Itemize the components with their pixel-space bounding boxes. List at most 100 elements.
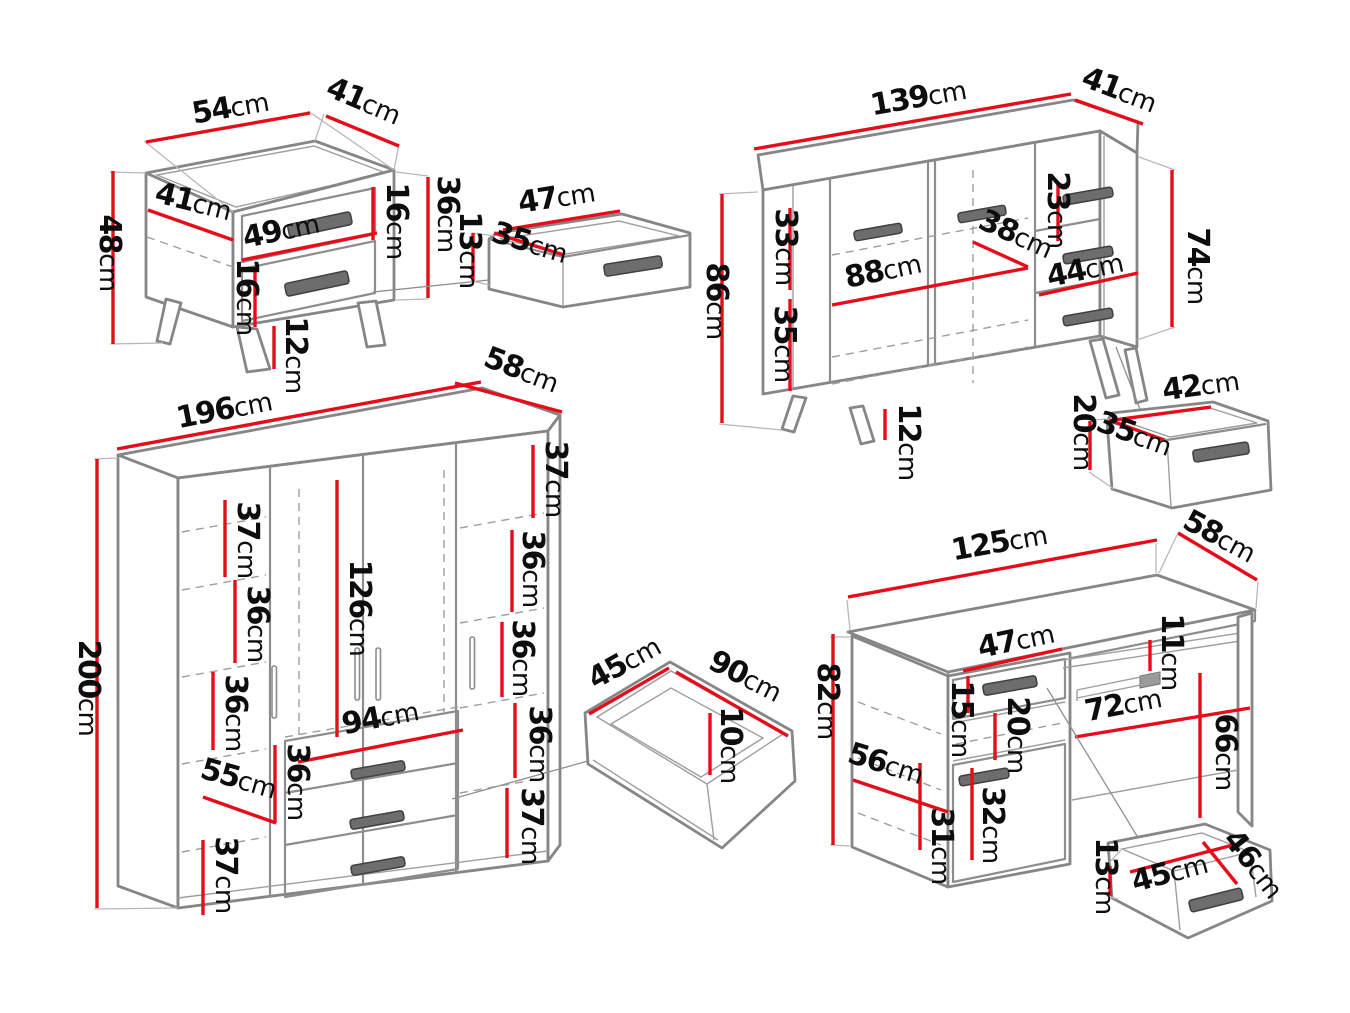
dimension-label-wardrobe: 36cm xyxy=(218,674,253,751)
dimension-line-88 xyxy=(831,266,1029,307)
nightstand-hidden-line xyxy=(146,236,234,268)
dimension-label-nightstand-drawer: 47cm xyxy=(516,174,598,221)
dimension-label-desk: 20cm xyxy=(1000,696,1035,773)
extension-line xyxy=(93,457,119,460)
sideboard-drawer-handle xyxy=(1062,307,1114,327)
dimension-label-desk: 58cm xyxy=(1177,503,1262,570)
desk-back-bottom xyxy=(1071,769,1239,801)
extension-line xyxy=(314,113,325,142)
desk-right-panel xyxy=(1236,611,1254,828)
dimension-line-49 xyxy=(241,231,378,262)
nightstand-drawer-handle xyxy=(287,211,353,238)
dimension-label-wardrobe: 36cm xyxy=(505,619,540,696)
wardrobe-drawer-unit xyxy=(583,660,797,850)
leader-line xyxy=(372,279,490,293)
dimension-label-sideboard-drawer: 42cm xyxy=(1160,363,1241,408)
dimension-label-wardrobe: 36cm xyxy=(515,530,550,607)
dimension-line-38 xyxy=(972,240,1029,269)
sideboard-shelf-hidden xyxy=(831,346,1029,385)
wardrobe-shelf-hidden xyxy=(181,836,267,853)
dimension-label-sideboard: 86cm xyxy=(699,262,734,339)
drawer-c-edge xyxy=(706,783,715,841)
dimension-label-nightstand: 54cm xyxy=(189,84,271,132)
desk-keyboard-tray xyxy=(1076,680,1161,699)
sideboard-leg xyxy=(780,394,808,434)
drawer-a-handle xyxy=(603,255,663,277)
desk-hidden-shelf xyxy=(857,812,942,846)
dimension-line-47 xyxy=(962,647,1063,673)
sideboard-shelf-hidden xyxy=(831,319,1029,358)
dimension-line-72 xyxy=(1074,706,1251,739)
dimension-line-47 xyxy=(502,209,621,232)
dimension-label-sideboard: 33cm xyxy=(768,208,803,285)
dimension-label-wardrobe: 36cm xyxy=(280,743,315,820)
dimension-label-sideboard: 12cm xyxy=(891,403,926,480)
nightstand-leg xyxy=(356,299,387,349)
wardrobe-door-handle xyxy=(271,665,278,719)
dimension-label-wardrobe-drawer: 10cm xyxy=(713,706,748,783)
dimension-label-wardrobe: 36cm xyxy=(522,705,557,782)
dimension-line-41-side xyxy=(147,208,234,242)
dimension-label-nightstand-drawer: 13cm xyxy=(452,211,487,288)
dimension-label-wardrobe: 37cm xyxy=(514,787,549,864)
dimension-label-sideboard-drawer: 20cm xyxy=(1066,393,1101,470)
dimension-line-56 xyxy=(852,778,949,814)
dimension-label-wardrobe: 126cm xyxy=(342,560,377,657)
dimension-line-46 xyxy=(1201,840,1239,886)
leader-line xyxy=(1046,687,1152,860)
leader-line xyxy=(1115,346,1142,413)
wardrobe-shelf-hidden xyxy=(181,661,267,678)
desk xyxy=(829,531,1259,889)
extension-line xyxy=(1088,418,1111,421)
sideboard-shelf-hidden xyxy=(831,217,1029,256)
drawer-c-floor xyxy=(609,687,765,778)
extension-line xyxy=(1158,534,1178,574)
wardrobe-left-side xyxy=(116,453,180,910)
dimension-label-desk: 82cm xyxy=(810,662,845,739)
dimension-label-nightstand: 36cm xyxy=(430,175,465,252)
dimension-label-nightstand: 12cm xyxy=(278,316,313,393)
dimension-label-desk: 72cm xyxy=(1082,680,1165,729)
extension-line xyxy=(109,342,164,345)
extension-line xyxy=(393,143,400,171)
dimension-label-desk: 15cm xyxy=(944,680,979,757)
wardrobe-shelf-hidden xyxy=(459,512,545,529)
wardrobe-door-handle xyxy=(354,647,361,701)
wardrobe-shelf-hidden xyxy=(181,748,267,765)
sideboard-leg xyxy=(1123,346,1149,405)
extension-line xyxy=(1136,326,1176,341)
extension-line xyxy=(471,280,490,286)
dimension-label-desk: 31cm xyxy=(924,807,959,884)
drawer-b-edge xyxy=(1166,439,1172,508)
wardrobe-hidden-shelf xyxy=(284,706,459,738)
dimension-label-wardrobe: 37cm xyxy=(208,836,243,913)
dimension-line-196 xyxy=(116,380,482,451)
dimension-line-41-top xyxy=(325,114,400,148)
wardrobe-drawer-handle xyxy=(349,810,405,830)
dimension-line-94 xyxy=(297,728,464,764)
nightstand xyxy=(109,110,430,374)
desk-hidden-shelf xyxy=(857,701,942,735)
sideboard-right-side xyxy=(1098,129,1139,349)
desk-niche-edge xyxy=(952,739,1066,762)
nightstand-leg xyxy=(235,325,272,374)
dimension-label-desk-drawer: 13cm xyxy=(1088,837,1123,914)
extension-line xyxy=(1108,896,1119,900)
extension-line xyxy=(1255,581,1259,609)
desk-pedestal xyxy=(946,651,1072,889)
leader-line xyxy=(451,760,589,800)
dimension-line-58 xyxy=(454,381,563,414)
sideboard-drawer-handle xyxy=(1062,245,1114,265)
desk-top-shelf xyxy=(1062,639,1248,669)
wardrobe xyxy=(93,380,563,915)
dimension-line-42 xyxy=(1113,405,1212,422)
wardrobe-drawer-handle xyxy=(350,760,406,780)
dimension-label-desk: 125cm xyxy=(949,517,1050,568)
nightstand-drawer-front xyxy=(240,239,377,323)
nightstand-drawer-unit xyxy=(471,209,692,309)
sideboard-drawer-divider xyxy=(1034,217,1101,233)
wardrobe-shelf-hidden xyxy=(459,607,545,624)
sideboard-leg xyxy=(1088,337,1121,400)
drawer-b-body xyxy=(1105,400,1273,510)
desk-door xyxy=(951,742,1067,884)
